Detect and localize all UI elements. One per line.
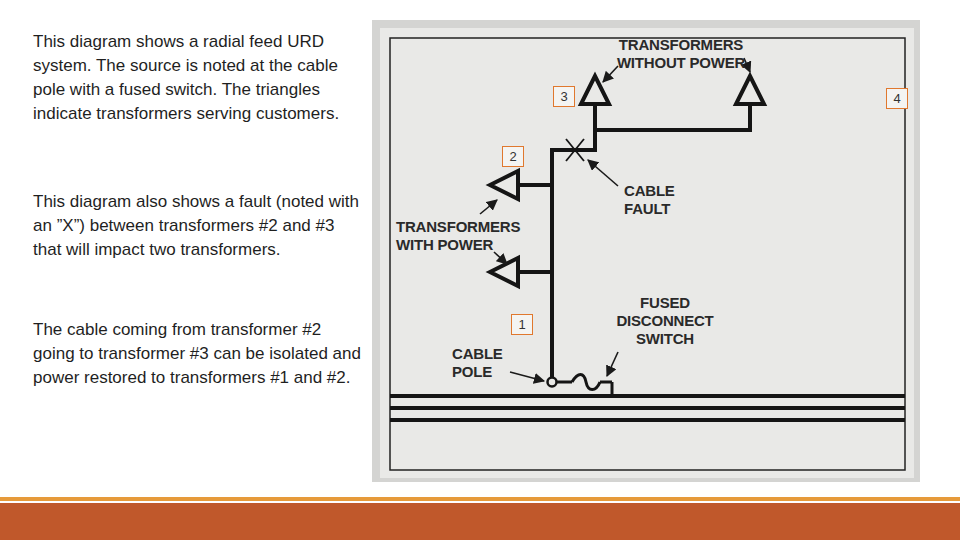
transformer-symbols <box>490 76 764 286</box>
fused-switch-symbol <box>548 375 613 395</box>
callout-text: 3 <box>560 89 567 104</box>
diagram-label: CABLE POLE <box>452 345 514 381</box>
diagram-label: TRANSFORMERS WITH POWER <box>396 218 546 254</box>
accent-line <box>0 497 960 501</box>
figure-frame <box>390 38 905 470</box>
overhead-lines <box>390 396 905 420</box>
callout-number: 4 <box>886 88 908 109</box>
body-paragraph: This diagram also shows a fault (noted w… <box>33 190 363 262</box>
callout-text: 4 <box>893 91 900 106</box>
page-background <box>380 28 914 478</box>
diagram-label: FUSED DISCONNECT SWITCH <box>600 294 730 348</box>
cable-runs <box>518 104 750 378</box>
body-paragraph: The cable coming from transformer #2 goi… <box>33 318 363 390</box>
callout-text: 2 <box>509 149 516 164</box>
footer-bar <box>0 503 960 540</box>
callout-number: 1 <box>511 314 533 335</box>
leader-arrows <box>480 58 750 381</box>
fault-mark <box>566 139 584 161</box>
photo-background <box>372 20 920 482</box>
diagram-label: CABLE FAULT <box>624 182 704 218</box>
callout-text: 1 <box>518 317 525 332</box>
callout-number: 3 <box>553 86 575 107</box>
body-paragraph: This diagram shows a radial feed URD sys… <box>33 30 363 126</box>
diagram-label: TRANSFORMERS WITHOUT POWER <box>596 36 766 72</box>
callout-number: 2 <box>502 146 524 167</box>
